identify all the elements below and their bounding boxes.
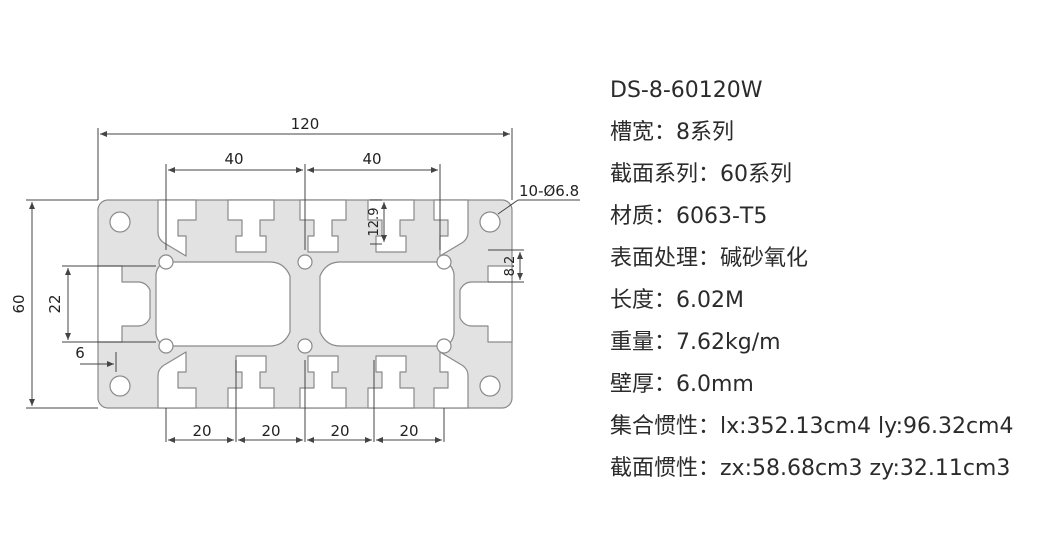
spec-section-modulus: 截面惯性：zx:58.68cm3 zy:32.11cm3 [610, 456, 1011, 481]
dim-bottom-2: 20 [261, 422, 280, 440]
dim-inner-height: 22 [46, 294, 64, 313]
spec-material: 材质：6063-T5 [610, 204, 768, 229]
spec-surface-treatment: 表面处理：碱砂氧化 [610, 246, 809, 271]
spec-list: DS-8-60120W 槽宽：8系列 截面系列：60系列 材质：6063-T5 … [610, 70, 1050, 490]
dim-bottom-4: 20 [399, 422, 418, 440]
model-number: DS-8-60120W [610, 78, 763, 103]
spec-weight: 重量：7.62kg/m [610, 330, 781, 355]
dim-height: 60 [10, 294, 28, 313]
spec-slot-width: 槽宽：8系列 [610, 120, 734, 145]
dim-slot-depth: 12.9 [367, 208, 382, 237]
profile-drawing: 120 40 40 60 22 12.9 8.2 10-Ø6.8 6 20 20… [10, 115, 580, 443]
dim-top-left: 40 [224, 150, 243, 168]
dim-top-right: 40 [362, 150, 381, 168]
spec-length: 长度：6.02M [610, 288, 744, 313]
dim-small-offset: 6 [75, 344, 85, 362]
dim-bottom-3: 20 [330, 422, 349, 440]
dim-slot-width: 8.2 [503, 256, 518, 277]
spec-wall-thickness: 壁厚：6.0mm [610, 372, 754, 397]
dim-bottom-1: 20 [192, 422, 211, 440]
spec-section-series: 截面系列：60系列 [610, 162, 792, 187]
profile-cross-section [97, 199, 513, 409]
dim-overall-width: 120 [291, 115, 320, 133]
dimension-lines [26, 128, 580, 443]
spec-moment-of-inertia: 集合惯性：lx:352.13cm4 ly:96.32cm4 [610, 414, 1014, 439]
dim-hole-callout: 10-Ø6.8 [519, 182, 579, 200]
